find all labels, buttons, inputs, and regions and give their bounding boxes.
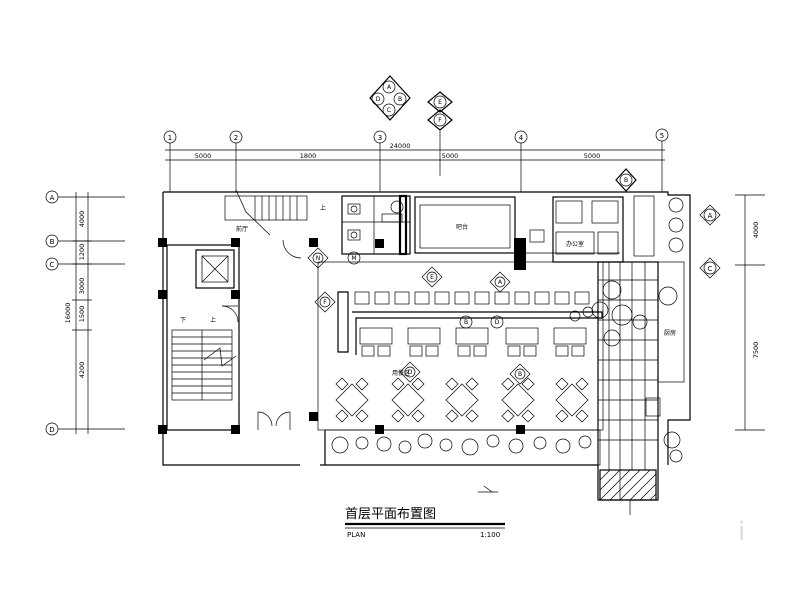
svg-text:5000: 5000 [584,152,601,160]
svg-text:上: 上 [210,316,216,324]
svg-text:2: 2 [234,134,238,142]
svg-text:C: C [50,261,55,269]
svg-text:4: 4 [519,134,524,142]
svg-text:E: E [438,99,442,106]
paving-pattern [598,262,658,470]
svg-text:A: A [708,212,713,220]
grid-col-1: 1 [163,130,177,192]
svg-text:B: B [50,238,55,246]
svg-text:3000: 3000 [78,278,86,295]
svg-text:前厅: 前厅 [236,225,248,233]
bar-stools [354,291,590,305]
watermark: i [738,517,745,547]
bar-area: 吧台 [414,196,620,270]
svg-text:3: 3 [378,134,382,142]
index-marker-right: B [615,168,637,192]
svg-text:F: F [323,299,327,306]
elevation-markers: A B D E F M N [307,247,531,385]
grid-row-right-c: C [699,257,721,279]
svg-text:4000: 4000 [78,211,86,228]
svg-text:F: F [438,117,442,124]
svg-text:A: A [50,194,55,202]
grid-row-right-a: A [699,204,721,226]
grid-axes: 1 2 3 4 5 24000 5000 1800 [45,128,765,436]
svg-text:厨房: 厨房 [664,329,676,337]
index-marker-cluster: A B C D [369,75,411,121]
title-block: 首层平面布置图 PLAN 1:100 [345,485,505,539]
svg-text:5000: 5000 [442,152,459,160]
svg-text:吧台: 吧台 [456,223,468,231]
svg-text:A: A [387,84,392,91]
drawing-subtitle: PLAN [347,531,365,539]
booth-tables [359,327,587,357]
dining-hall: 用餐区 [257,261,604,431]
svg-text:B: B [624,177,628,184]
svg-text:E: E [430,274,434,281]
index-marker-pair: E F [427,91,453,176]
svg-text:B: B [518,371,522,378]
grid-col-3: 3 [373,130,387,192]
stair-core: 下 上 [166,244,240,431]
svg-text:N: N [316,255,321,262]
grid-col-5: 5 [655,128,669,192]
svg-text:7500: 7500 [752,342,760,359]
bottom-planting [324,429,601,466]
entrance-doors [257,411,291,430]
svg-text:下: 下 [180,317,186,324]
drawing-scale: 1:100 [480,531,500,539]
svg-text:C: C [387,107,391,114]
svg-text:B: B [464,319,468,326]
grid-col-4: 4 [514,130,528,192]
top-dimensions: 24000 5000 1800 5000 5000 [165,142,665,161]
svg-text:D: D [49,426,54,434]
svg-text:A: A [498,279,503,286]
svg-text:24000: 24000 [390,142,411,150]
svg-text:1200: 1200 [78,244,86,261]
svg-text:1800: 1800 [300,152,317,160]
svg-text:办公室: 办公室 [566,240,584,248]
svg-text:M: M [351,255,356,262]
svg-text:16000: 16000 [64,303,72,324]
drawing-title: 首层平面布置图 [345,507,436,522]
svg-text:D: D [495,319,500,326]
svg-text:B: B [398,96,402,103]
svg-text:D: D [408,369,413,376]
upper-stair: 上 前厅 [224,189,326,259]
svg-text:4000: 4000 [752,222,760,239]
diamond-table-sets [335,377,589,423]
svg-text:i: i [738,517,745,547]
landscape-strip: 厨房 [569,195,685,515]
kitchen-office: 办公室 [552,196,625,263]
svg-text:5: 5 [660,132,664,140]
grid-row-a: A [45,190,125,204]
svg-text:1: 1 [168,134,172,142]
svg-text:4200: 4200 [78,362,86,379]
right-dimensions: 4000 7500 [735,194,765,431]
grid-col-2: 2 [229,130,243,192]
svg-text:D: D [376,96,381,103]
left-dimensions: 16000 4000 1200 3000 1500 4200 [64,192,92,434]
svg-text:1500: 1500 [78,306,86,323]
grid-row-d: D [45,422,125,436]
svg-text:5000: 5000 [195,152,212,160]
restrooms [341,194,411,256]
svg-text:C: C [708,265,713,273]
svg-text:上: 上 [320,204,326,212]
